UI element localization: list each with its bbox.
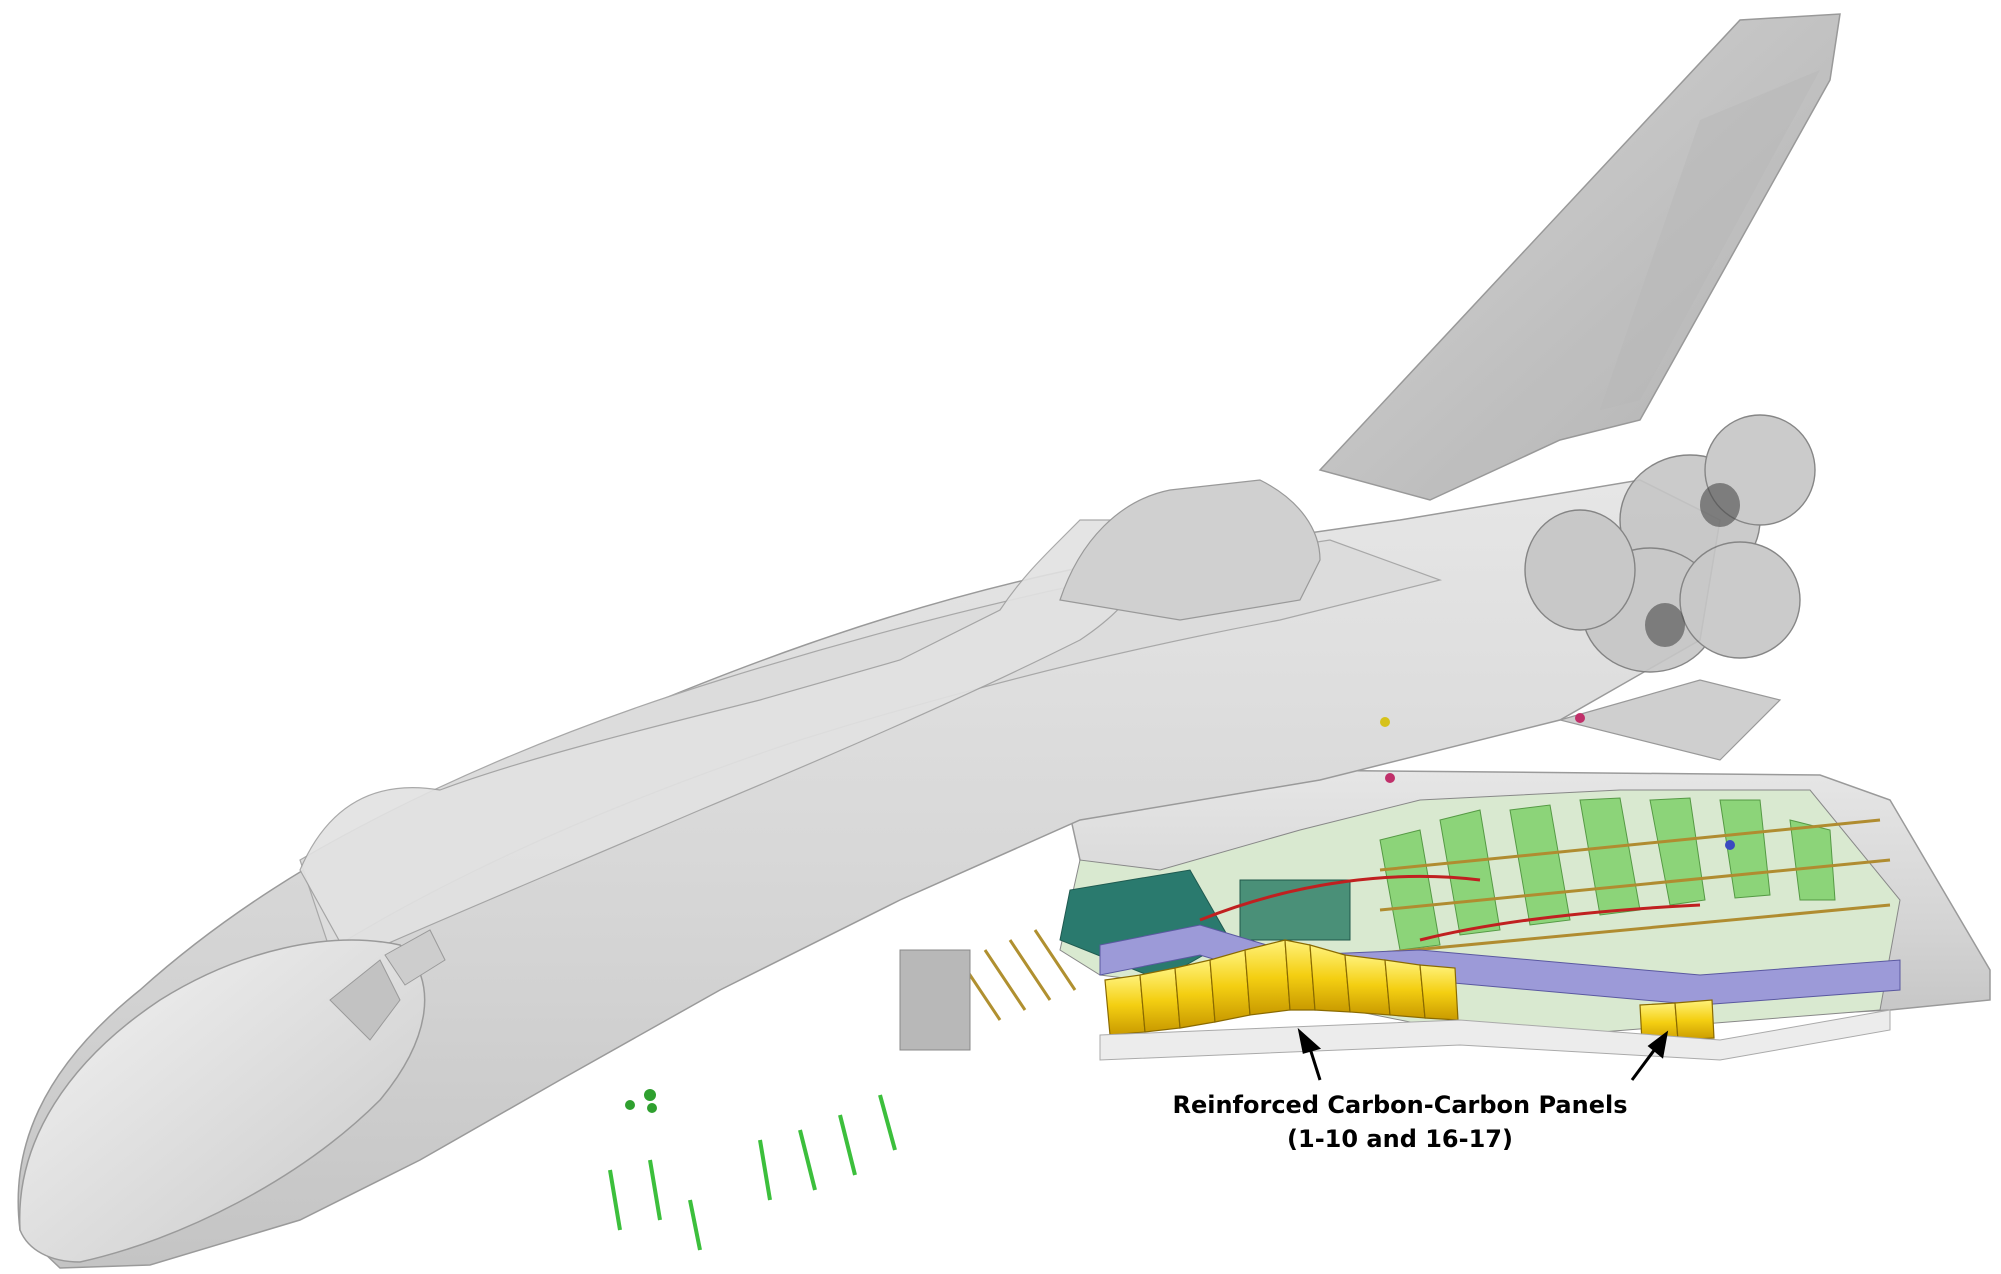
- rcc-panel: [1139, 967, 1181, 1033]
- wing-lower-surface: [1099, 1009, 1891, 1061]
- wing-ribs: [1379, 797, 1836, 951]
- rcc-panel: [1674, 999, 1715, 1041]
- forward-frames: [608, 1094, 897, 1251]
- rcc-panels-16-17: [1639, 999, 1715, 1043]
- wing-tubing: [1199, 874, 1701, 942]
- rcc-panel: [1344, 954, 1391, 1016]
- rcc-panel: [1174, 959, 1216, 1029]
- interior-bulkhead: [899, 949, 971, 1051]
- main-engines: [1524, 414, 1816, 673]
- fuselage-frames: [958, 929, 1077, 1021]
- rcc-panel: [1419, 964, 1459, 1021]
- sensor-markers: [1380, 713, 1735, 850]
- avionics-box: [1239, 879, 1351, 941]
- green-markers: [625, 1089, 657, 1113]
- wing-spars: [1359, 818, 1891, 957]
- rcc-panel: [1309, 944, 1351, 1013]
- rcc-panels-callout: Reinforced Carbon-Carbon Panels (1-10 an…: [1020, 1088, 1780, 1156]
- body-flap: [1557, 679, 1782, 761]
- callout-title: Reinforced Carbon-Carbon Panels: [1172, 1091, 1628, 1119]
- oms-pod: [1059, 479, 1321, 621]
- rcc-panel: [1384, 959, 1426, 1019]
- rcc-panel: [1104, 974, 1146, 1036]
- cockpit-windows: [329, 959, 401, 1041]
- callout-arrows: [1297, 1027, 1669, 1081]
- rcc-panels-1-10: [1104, 939, 1459, 1036]
- callout-subtitle: (1-10 and 16-17): [1287, 1125, 1513, 1153]
- rcc-panel: [1244, 939, 1291, 1016]
- rcc-panel: [1209, 949, 1251, 1023]
